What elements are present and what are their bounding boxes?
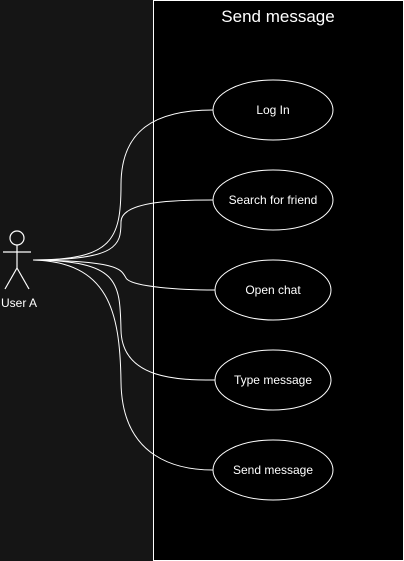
association-type-message [32, 259, 216, 381]
actor-user-a-icon [3, 230, 31, 290]
use-case-type-message: Type message [214, 349, 332, 411]
use-case-search-for-friend: Search for friend [212, 169, 334, 231]
use-case-label: Type message [234, 373, 312, 387]
use-case-label: Search for friend [229, 193, 318, 207]
use-case-label: Open chat [245, 283, 301, 297]
use-case-log-in: Log In [212, 79, 334, 141]
system-title: Send message [221, 7, 334, 26]
canvas-background [0, 0, 153, 561]
actor-label: User A [1, 296, 37, 310]
use-case-send-message: Send message [212, 439, 334, 501]
association-log-in [32, 109, 214, 261]
use-case-label: Send message [233, 463, 313, 477]
associations [32, 109, 216, 471]
association-search-for-friend [32, 199, 214, 261]
association-send-message [32, 259, 214, 471]
use-case-open-chat: Open chat [214, 259, 332, 321]
association-open-chat [32, 259, 216, 291]
use-case-label: Log In [256, 103, 289, 117]
